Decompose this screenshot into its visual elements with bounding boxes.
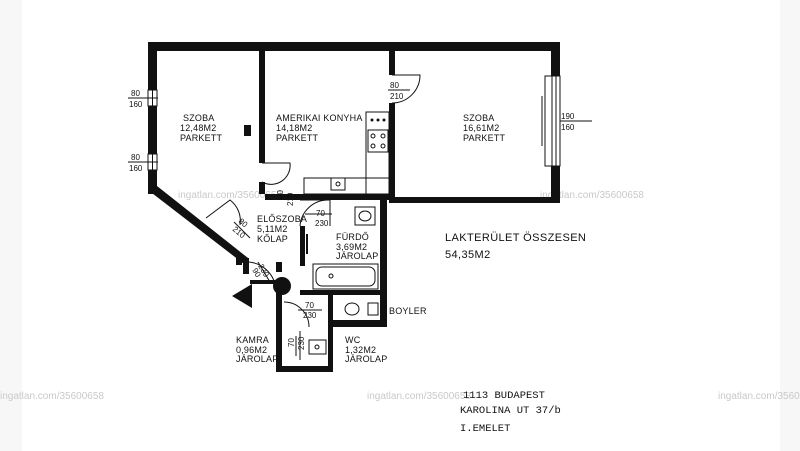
chimney — [244, 125, 251, 136]
room-floor: JÁROLAP — [336, 251, 378, 261]
watermarks: ingatlan.com/35600658 ingatlan.com/35600… — [0, 190, 800, 402]
bath-sink-icon — [354, 206, 376, 226]
watermark-bottom-right: ingatlan.com/35600658 — [718, 391, 800, 402]
door-wc-width: 70 — [305, 301, 314, 310]
room-area: 16,61M2 — [463, 123, 499, 133]
room-name: WC — [345, 335, 361, 345]
room-floor: PARKETT — [463, 133, 506, 143]
room-name: FÜRDŐ — [336, 232, 369, 242]
bathtub-icon — [312, 263, 379, 290]
door-kitchen-height: 210 — [390, 92, 404, 101]
address-line-2: KAROLINA UT 37/b — [460, 405, 561, 417]
door-bath-height: 230 — [315, 219, 329, 228]
walls — [148, 42, 560, 372]
room-konyha-label: AMERIKAI KONYHA 14,18M2 PARKETT — [276, 113, 363, 143]
room-name: SZOBA — [463, 113, 495, 123]
watermark-bottom-left: ingatlan.com/35600658 — [0, 391, 104, 402]
kitchen-hood-dots — [370, 118, 374, 122]
door-kitchen-width: 80 — [390, 81, 399, 90]
watermark-center-right: ingatlan.com/35600658 — [540, 190, 644, 201]
room-area: 3,69M2 — [336, 242, 367, 252]
room-name: ELŐSZOBA — [257, 214, 307, 224]
door-kamra-height: 230 — [297, 336, 306, 350]
paper-sheet — [22, 0, 780, 451]
address-block: 1113 BUDAPEST KAROLINA UT 37/b I.EMELET — [460, 390, 561, 435]
address-line-1: 1113 BUDAPEST — [463, 390, 545, 402]
dimension-lines — [128, 89, 592, 356]
room-szoba1-label: SZOBA 12,48M2 PARKETT — [180, 113, 223, 143]
room-floor: JÁROLAP — [236, 354, 278, 364]
room-szoba2-label: SZOBA 16,61M2 PARKETT — [463, 113, 506, 143]
boiler-circle — [273, 277, 291, 295]
total-area-value: 54,35M2 — [445, 249, 491, 261]
door-bath-width: 70 — [316, 209, 325, 218]
room-area: 0,96M2 — [236, 345, 267, 355]
room-area: 14,18M2 — [276, 123, 312, 133]
entrance-arrow-icon — [232, 284, 252, 308]
window3-width: 190 — [561, 112, 575, 121]
room-kamra-label: KAMRA 0,96M2 JÁROLAP — [236, 335, 278, 364]
window2-height: 160 — [129, 164, 143, 173]
watermark-bottom-center: ingatlan.com/35600658 — [367, 391, 471, 402]
room-floor: PARKETT — [276, 133, 319, 143]
room-floor: KŐLAP — [257, 234, 288, 244]
window3-height: 160 — [561, 123, 575, 132]
doors — [205, 74, 421, 360]
wc-sink-icon — [308, 339, 327, 355]
room-area: 1,32M2 — [345, 345, 376, 355]
room-name: AMERIKAI KONYHA — [276, 113, 363, 123]
boiler-label: BOYLER — [389, 306, 427, 316]
window1-width: 80 — [131, 89, 140, 98]
room-name: SZOBA — [183, 113, 215, 123]
door-kamra-width: 70 — [287, 338, 296, 347]
dimension-labels: 80 160 80 160 190 160 80 210 80 210 70 2… — [129, 81, 575, 350]
total-area: LAKTERÜLET ÖSSZESEN 54,35M2 — [445, 232, 586, 261]
fixtures — [236, 111, 390, 355]
window1-height: 160 — [129, 100, 143, 109]
room-furdo-label: FÜRDŐ 3,69M2 JÁROLAP — [336, 232, 378, 261]
room-area: 12,48M2 — [180, 123, 216, 133]
room-floor: PARKETT — [180, 133, 223, 143]
room-eloszoba-label: ELŐSZOBA 5,11M2 KŐLAP — [257, 214, 307, 244]
room-wc-label: WC 1,32M2 JÁROLAP — [345, 335, 387, 364]
kitchen-sink-icon — [330, 177, 346, 191]
address-line-3: I.EMELET — [460, 423, 510, 435]
watermark-center-left: ingatlan.com/35600658 — [178, 190, 282, 201]
room-floor: JÁROLAP — [345, 354, 387, 364]
door-szoba1-width: 80 — [276, 190, 285, 199]
door-wc-height: 230 — [303, 311, 317, 320]
toilet-icon — [344, 302, 360, 316]
window2-width: 80 — [131, 153, 140, 162]
room-area: 5,11M2 — [257, 224, 288, 234]
room-name: KAMRA — [236, 335, 269, 345]
stove-icon — [367, 129, 389, 153]
door-szoba1-height: 210 — [286, 192, 295, 206]
total-area-label: LAKTERÜLET ÖSSZESEN — [445, 232, 586, 244]
